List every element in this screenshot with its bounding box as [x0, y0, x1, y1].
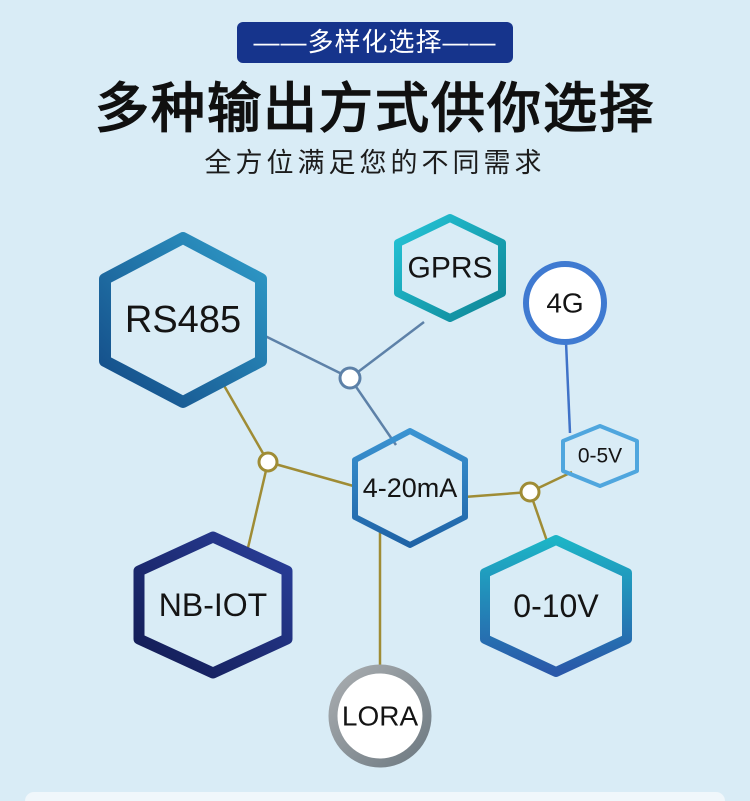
connector-4g-05v	[564, 341, 572, 434]
4g-label: 4G	[546, 288, 583, 319]
section-ribbon: ——多样化选择——	[237, 22, 513, 63]
lora-circle	[328, 664, 432, 768]
connector-hub2-420ma	[267, 460, 358, 489]
gprs-label: GPRS	[407, 252, 492, 285]
4g-circle	[523, 261, 607, 345]
420ma-hexagon	[352, 428, 468, 548]
connector-hub1-420ma	[348, 377, 398, 446]
connector-rs485-hub2	[220, 381, 270, 463]
rs485-hexagon	[99, 232, 267, 408]
ribbon-text: ——多样化选择——	[253, 27, 497, 57]
010v-label: 0-10V	[513, 588, 599, 624]
page-subtitle: 全方位满足您的不同需求	[204, 148, 546, 178]
connector-rs485-hub1	[258, 331, 351, 380]
gprs-hexagon	[394, 214, 506, 322]
hub1-node	[338, 366, 362, 390]
nbiot-hexagon	[133, 531, 293, 679]
010v-hexagon	[480, 535, 632, 677]
ribbon-row: ——多样化选择——	[0, 22, 750, 63]
connector-gprs-hub1	[349, 321, 425, 379]
05v-label: 0-5V	[578, 445, 622, 468]
rs485-label: RS485	[125, 299, 241, 341]
connector-hub2-nbiot	[245, 461, 270, 553]
hub3-node	[519, 481, 541, 503]
420ma-label: 4-20mA	[363, 473, 458, 503]
connector-420ma-hub3	[463, 490, 531, 499]
page-title: 多种输出方式供你选择	[95, 79, 655, 139]
next-section-edge	[25, 792, 725, 801]
hub2-node	[257, 451, 279, 473]
05v-hexagon	[561, 424, 639, 488]
output-options-diagram: RS485 GPRS 4G 0-5V 4-20mA NB-IOT 0-10V L…	[99, 214, 639, 768]
lora-label: LORA	[342, 701, 419, 732]
nbiot-label: NB-IOT	[159, 587, 267, 623]
